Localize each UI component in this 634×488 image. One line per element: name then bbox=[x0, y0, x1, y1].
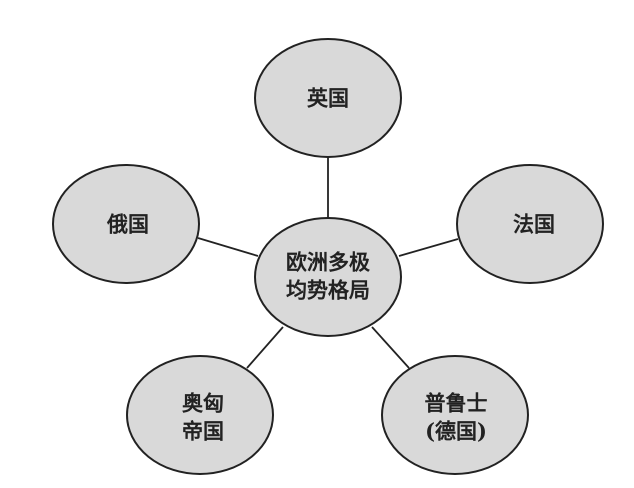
center-label-line2: 均势格局 bbox=[286, 278, 370, 303]
node-austria-hungary-label-line1: 奥匈 bbox=[182, 391, 224, 416]
edge-center-prussia bbox=[371, 326, 410, 369]
edge-center-austria-hungary bbox=[246, 326, 284, 369]
node-prussia-label-line1: 普鲁士 bbox=[425, 391, 488, 416]
node-center: 欧洲多极 均势格局 bbox=[254, 217, 402, 337]
node-russia-label: 俄国 bbox=[106, 212, 149, 237]
node-austria-hungary: 奥匈 帝国 bbox=[126, 355, 274, 475]
center-label-line1: 欧洲多极 bbox=[286, 250, 371, 275]
node-russia: 俄国 bbox=[52, 164, 200, 284]
node-france-label: 法国 bbox=[513, 212, 555, 237]
edge-center-russia bbox=[197, 237, 259, 257]
node-britain: 英国 bbox=[254, 38, 402, 158]
node-prussia-label-line2: (德国) bbox=[425, 419, 487, 444]
node-prussia: 普鲁士 (德国) bbox=[381, 355, 529, 475]
node-britain-label: 英国 bbox=[307, 86, 349, 111]
node-austria-hungary-label-line2: 帝国 bbox=[182, 419, 224, 444]
edge-center-france bbox=[398, 238, 459, 257]
node-france: 法国 bbox=[456, 164, 604, 284]
